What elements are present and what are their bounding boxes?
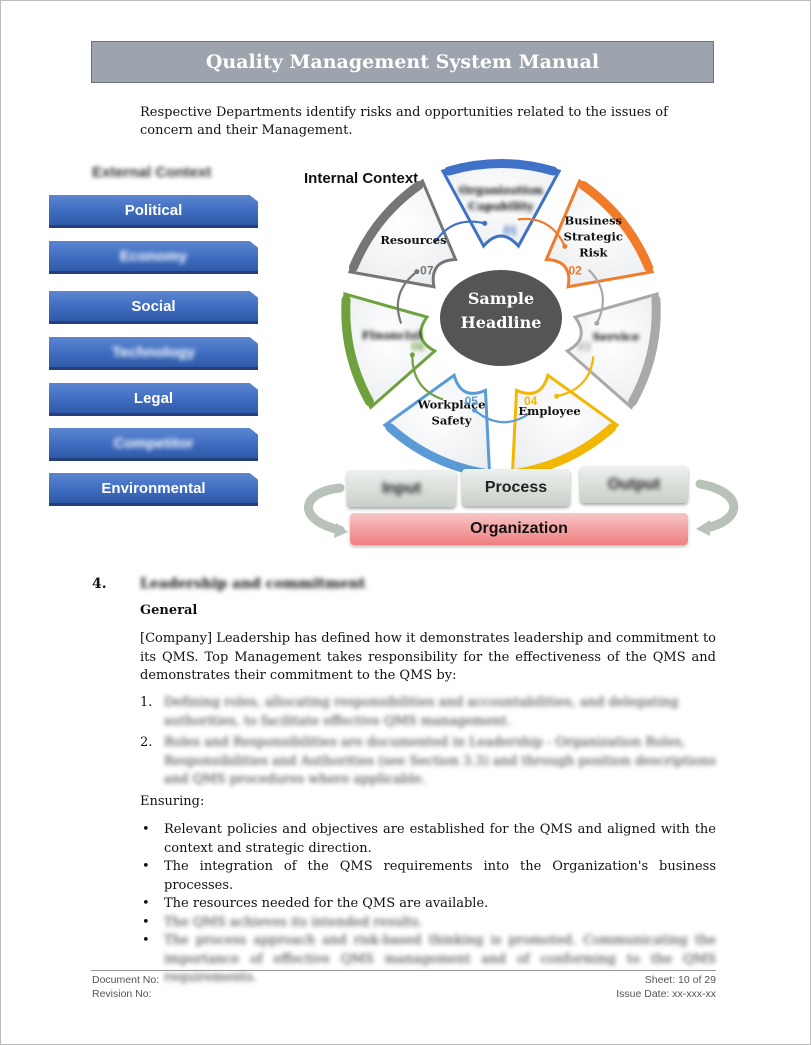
segment-number-03: 03 bbox=[578, 339, 592, 353]
leadership-paragraph: [Company] Leadership has defined how it … bbox=[140, 631, 716, 683]
input-box: Input bbox=[347, 470, 456, 507]
flow-arrow-03 bbox=[556, 356, 595, 398]
flow-arrow-head-03 bbox=[554, 393, 560, 399]
numbered-list: 1. Defining roles, allocating responsibi… bbox=[140, 694, 716, 793]
flow-arrow-07 bbox=[433, 220, 486, 244]
output-box: Output bbox=[580, 466, 688, 503]
external-item-political: Political bbox=[49, 195, 258, 228]
segment-label-02: Risk bbox=[579, 245, 608, 259]
segment-label-01: Organization bbox=[459, 183, 544, 197]
issue-date: Issue Date: xx-xxx-xx bbox=[616, 988, 716, 1000]
document-number: Document No: bbox=[92, 974, 160, 986]
bullet-list: •Relevant policies and objectives are es… bbox=[140, 821, 716, 988]
external-item-social: Social bbox=[49, 291, 258, 324]
segment-rim-02 bbox=[578, 180, 654, 272]
ensuring-label: Ensuring: bbox=[140, 794, 205, 809]
right-cycle-arrow bbox=[695, 479, 739, 533]
list-item: 1. Defining roles, allocating responsibi… bbox=[140, 695, 679, 729]
section-title: Leadership and commitment bbox=[140, 576, 366, 592]
intro-paragraph: Respective Departments identify risks an… bbox=[140, 105, 668, 138]
internal-context-title: Internal Context bbox=[304, 170, 419, 187]
segment-rim-06 bbox=[341, 295, 374, 407]
external-context-title: External Context bbox=[92, 164, 212, 181]
external-item-competitor: Competitor bbox=[49, 428, 258, 461]
flow-arrow-head-04 bbox=[472, 407, 478, 413]
segment-number-04: 04 bbox=[524, 394, 538, 408]
list-item: •The resources needed for the QMS are av… bbox=[142, 896, 489, 911]
page-title: Quality Management System Manual bbox=[91, 41, 714, 83]
segment-rim-03 bbox=[628, 295, 661, 407]
center-headline-line2: Headline bbox=[461, 313, 542, 332]
segment-number-01: 01 bbox=[504, 223, 518, 237]
center-circle bbox=[440, 270, 562, 366]
process-box: Process bbox=[462, 469, 570, 506]
flow-arrow-04 bbox=[473, 409, 530, 424]
center-headline-line1: Sample bbox=[468, 289, 534, 308]
organization-bar: Organization bbox=[350, 513, 688, 545]
external-item-environmental: Environmental bbox=[49, 473, 258, 506]
flow-arrow-head-06 bbox=[414, 269, 420, 275]
list-item: 2. Roles and Responsibilities are docume… bbox=[140, 735, 716, 787]
footer-divider bbox=[91, 970, 716, 971]
list-item: •The process approach and risk-based thi… bbox=[142, 933, 716, 985]
flow-arrow-head-05 bbox=[409, 352, 415, 358]
segment-label-02: Business bbox=[564, 213, 622, 227]
segment-rim-01 bbox=[444, 159, 558, 176]
sheet-number: Sheet: 10 of 29 bbox=[644, 974, 716, 986]
segment-label-02: Strategic bbox=[564, 229, 623, 243]
flow-arrow-02 bbox=[587, 268, 604, 324]
external-item-technology: Technology bbox=[49, 337, 258, 370]
segment-number-05: 05 bbox=[465, 394, 479, 408]
flow-arrow-head-01 bbox=[562, 243, 568, 249]
segment-label-07: Resources bbox=[380, 233, 446, 247]
external-item-economy: Economy bbox=[49, 241, 258, 274]
flow-arrow-head-02 bbox=[594, 320, 600, 326]
list-item: •The QMS achieves its intended results. bbox=[142, 914, 423, 930]
segment-number-07: 07 bbox=[420, 264, 434, 278]
flow-arrow-head-07 bbox=[482, 220, 488, 226]
segment-label-03: Service bbox=[593, 329, 640, 343]
flow-arrow-05 bbox=[411, 354, 444, 401]
flow-arrow-06 bbox=[396, 270, 418, 324]
segment-number-02: 02 bbox=[568, 264, 582, 278]
section-number: 4. bbox=[92, 576, 107, 592]
external-item-legal: Legal bbox=[49, 383, 258, 416]
subheading-general: General bbox=[140, 603, 198, 618]
revision-number: Revision No: bbox=[92, 988, 152, 1000]
segment-label-05: Workplace bbox=[417, 398, 486, 412]
left-cycle-arrow bbox=[304, 483, 345, 535]
segment-label-01: Capability bbox=[468, 199, 534, 213]
segment-label-06: Financial bbox=[362, 328, 423, 342]
segment-label-04: Employee bbox=[518, 404, 580, 418]
flow-arrow-01 bbox=[517, 217, 566, 247]
segment-number-06: 06 bbox=[411, 339, 425, 353]
list-item: •The integration of the QMS requirements… bbox=[142, 859, 716, 893]
segment-rim-07 bbox=[348, 180, 424, 272]
segment-label-05: Safety bbox=[432, 414, 472, 428]
list-item: •Relevant policies and objectives are es… bbox=[142, 822, 716, 856]
